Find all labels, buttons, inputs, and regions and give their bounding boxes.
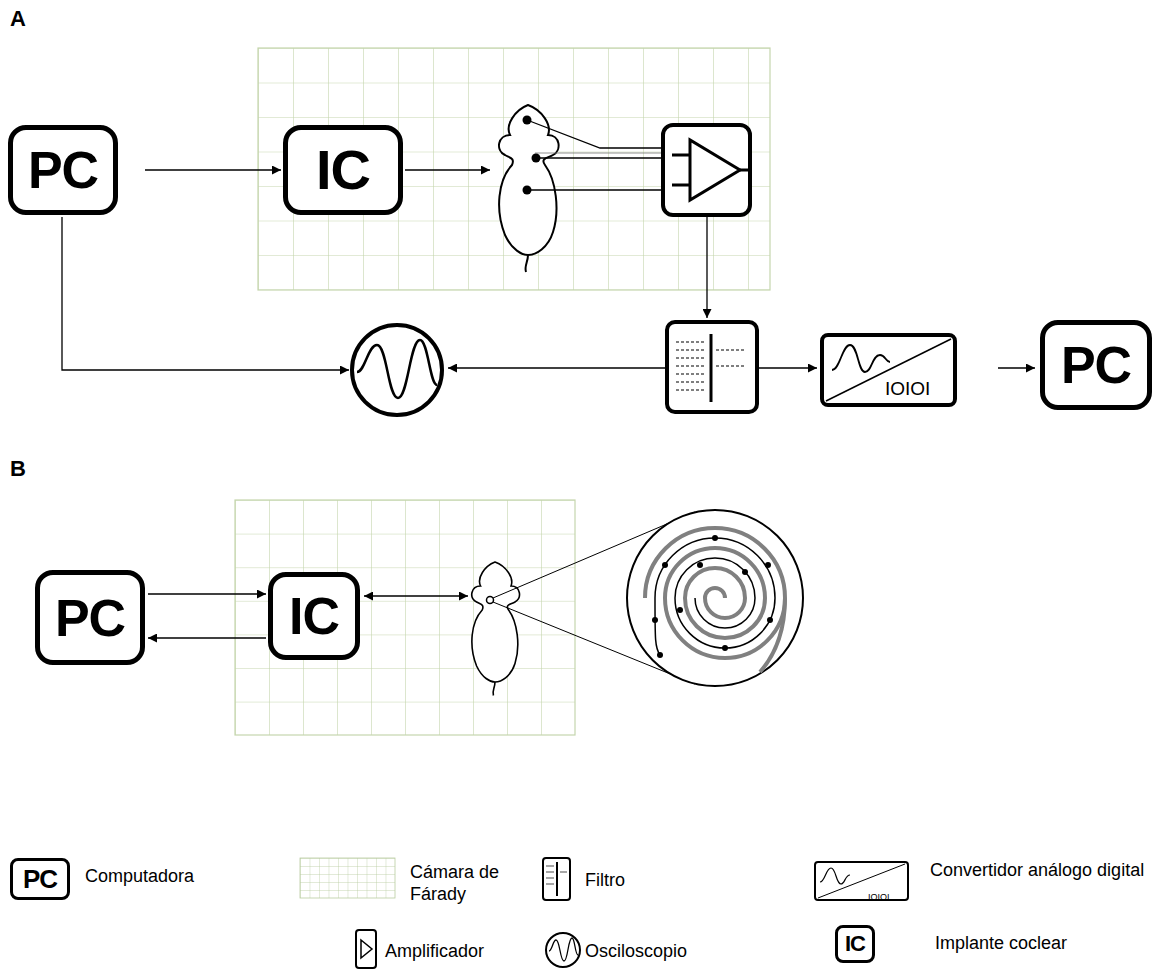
- binary-label: IOIOI: [885, 378, 930, 400]
- legend-text: Amplificador: [385, 941, 484, 961]
- legend-faraday-icon: [300, 858, 395, 898]
- legend-entry: Osciloscopio: [585, 941, 735, 963]
- legend-text: Implante coclear: [935, 933, 1067, 953]
- node-text: IC: [316, 142, 370, 198]
- node-text: PC: [55, 592, 125, 644]
- adc-symbol: [822, 335, 955, 405]
- label-text: IC: [845, 933, 865, 955]
- label-text: B: [10, 456, 26, 481]
- connector-arrow: [145, 169, 281, 170]
- signal-arrow: [759, 367, 817, 368]
- legend-entry: Amplificador: [385, 941, 535, 963]
- legend-entry: Implante coclear: [935, 933, 1135, 955]
- label-text: IOIOI: [868, 892, 890, 902]
- legend-entry: Cámara de Fárady: [410, 862, 520, 905]
- computer-box: PC: [35, 570, 145, 665]
- signal-arrow: [448, 367, 665, 368]
- panel-letter: A: [10, 6, 26, 31]
- legend-adc-icon: [815, 862, 908, 900]
- legend-computer-icon: PC: [10, 858, 70, 900]
- faraday-cage: [235, 500, 575, 735]
- stimulus-arrow: [405, 169, 490, 170]
- faraday-cage: [258, 48, 770, 290]
- data-arrow: [998, 367, 1035, 368]
- computer-box: PC: [1040, 320, 1152, 410]
- connector-arrow: [148, 593, 266, 594]
- mouse-figure: [472, 562, 520, 696]
- connector-arrow: [148, 637, 266, 638]
- label-text: PC: [23, 866, 57, 892]
- legend-text: Cámara de Fárady: [410, 862, 499, 904]
- legend-implant-icon: IC: [835, 925, 875, 963]
- legend-entry: Convertidor análogo digital: [930, 860, 1145, 882]
- legend-text: Computadora: [85, 866, 194, 886]
- filter-symbol: [667, 322, 757, 412]
- cochlear-implant-box: IC: [283, 125, 403, 215]
- label-text: IOIOI: [885, 378, 930, 399]
- trigger-line: [62, 217, 349, 370]
- amplifier-symbol: [663, 125, 750, 215]
- cochlea-figure: [627, 510, 803, 686]
- electrode-wires: [527, 120, 663, 190]
- binary-label: IOIOI: [868, 886, 890, 904]
- panel-letter: B: [10, 456, 26, 481]
- label-text: A: [10, 6, 26, 31]
- oscilloscope-symbol: [352, 325, 442, 415]
- node-text: PC: [1061, 339, 1131, 391]
- cochlear-implant-box: IC: [268, 572, 360, 660]
- legend-text: Filtro: [585, 870, 625, 890]
- mouse-figure: [499, 105, 559, 272]
- legend-text: Osciloscopio: [585, 941, 687, 961]
- signal-arrow: [706, 217, 707, 318]
- node-text: PC: [28, 144, 98, 196]
- legend-amplifier-icon: [356, 930, 376, 968]
- electrode-dots: [523, 116, 541, 195]
- computer-box: PC: [8, 125, 118, 215]
- legend-entry: Computadora: [85, 866, 265, 888]
- legend-oscilloscope-icon: [546, 933, 580, 967]
- legend-entry: Filtro: [585, 870, 705, 892]
- legend-text: Convertidor análogo digital: [930, 860, 1144, 880]
- ear-marker: [487, 597, 494, 604]
- node-text: IC: [289, 590, 339, 642]
- legend-filter-icon: [543, 858, 570, 900]
- implant-link: [364, 595, 468, 596]
